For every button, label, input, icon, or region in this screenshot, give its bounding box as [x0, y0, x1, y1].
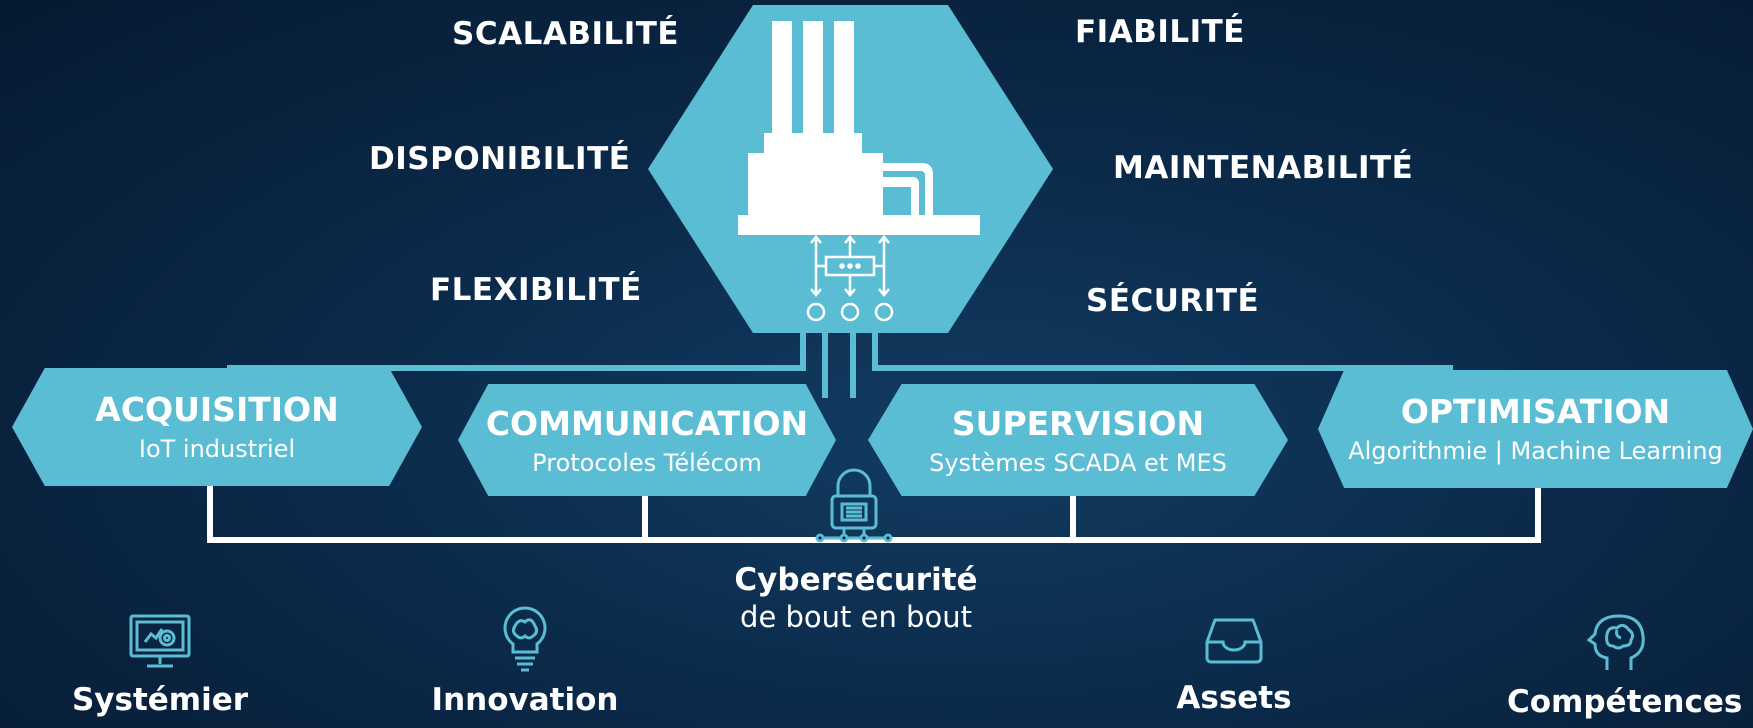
attribute-securite: SÉCURITÉ	[1086, 283, 1260, 319]
module-supervision: SUPERVISION Systèmes SCADA et MES	[868, 384, 1288, 496]
lightbulb-brain-icon	[503, 606, 547, 672]
bottom-item-assets: Assets	[1134, 614, 1334, 716]
network-icon	[806, 235, 894, 322]
attribute-maintenabilite: MAINTENABILITÉ	[1113, 150, 1414, 186]
bottom-item-label: Innovation	[431, 682, 619, 718]
inbox-tray-icon	[1205, 618, 1263, 664]
cybersecurity-label: Cybersécurité de bout en bout	[714, 562, 998, 634]
cybersecurity-subtitle: de bout en bout	[740, 600, 972, 634]
bottom-item-label: Systémier	[71, 682, 249, 718]
factory-hexagon	[648, 5, 1053, 333]
module-acquisition: ACQUISITION IoT industriel	[12, 368, 422, 486]
module-subtitle: Protocoles Télécom	[532, 449, 762, 477]
attribute-fiabilite: FIABILITÉ	[1075, 14, 1245, 50]
module-communication: COMMUNICATION Protocoles Télécom	[458, 384, 836, 496]
bottom-item-competences: Compétences	[1507, 612, 1743, 720]
module-subtitle: IoT industriel	[138, 435, 296, 463]
module-title: OPTIMISATION	[1400, 392, 1671, 431]
module-title: COMMUNICATION	[485, 404, 809, 443]
padlock-icon	[814, 468, 894, 544]
factory-icon	[738, 21, 980, 235]
attribute-scalabilite: SCALABILITÉ	[452, 16, 680, 52]
bottom-item-innovation: Innovation	[425, 604, 625, 718]
monitor-gear-icon	[129, 614, 191, 668]
bottom-item-systemier: Systémier	[60, 612, 260, 718]
module-subtitle: Algorithmie | Machine Learning	[1348, 437, 1723, 465]
head-brain-icon	[1586, 614, 1645, 670]
cybersecurity-title: Cybersécurité	[734, 562, 978, 598]
bottom-item-label: Compétences	[1507, 684, 1743, 720]
attribute-flexibilite: FLEXIBILITÉ	[430, 272, 642, 308]
module-title: SUPERVISION	[951, 404, 1205, 443]
module-optimisation: OPTIMISATION Algorithmie | Machine Learn…	[1318, 370, 1753, 488]
module-title: ACQUISITION	[95, 390, 339, 429]
attribute-disponibilite: DISPONIBILITÉ	[369, 141, 631, 177]
bottom-item-label: Assets	[1176, 680, 1292, 716]
module-subtitle: Systèmes SCADA et MES	[929, 449, 1227, 477]
